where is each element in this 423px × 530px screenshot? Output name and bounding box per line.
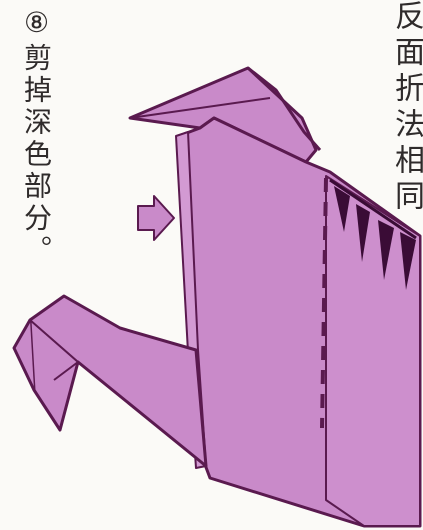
dark-cut-edge bbox=[329, 178, 417, 240]
tail bbox=[28, 294, 208, 468]
circled-number-icon: ⑧ bbox=[20, 6, 53, 43]
tail-fold-line bbox=[29, 319, 80, 381]
instruction-label: 剪掉深色部分。 bbox=[20, 43, 53, 267]
instruction-text: ⑧剪掉深色部分。 bbox=[20, 6, 53, 267]
right-arrow-icon bbox=[137, 195, 175, 241]
dark-cut-triangle-3 bbox=[378, 220, 394, 280]
dark-cut-triangle-1 bbox=[334, 186, 350, 232]
body-right-layer bbox=[325, 175, 421, 527]
dark-cut-triangle-2 bbox=[356, 204, 370, 262]
cut-dashed-line bbox=[320, 177, 328, 429]
side-note: 反面折法相同 bbox=[389, 0, 423, 216]
head-beak bbox=[247, 66, 322, 151]
tail-tip bbox=[12, 319, 36, 391]
dark-cut-triangle-4 bbox=[400, 232, 416, 290]
head-fold-line bbox=[129, 97, 271, 119]
